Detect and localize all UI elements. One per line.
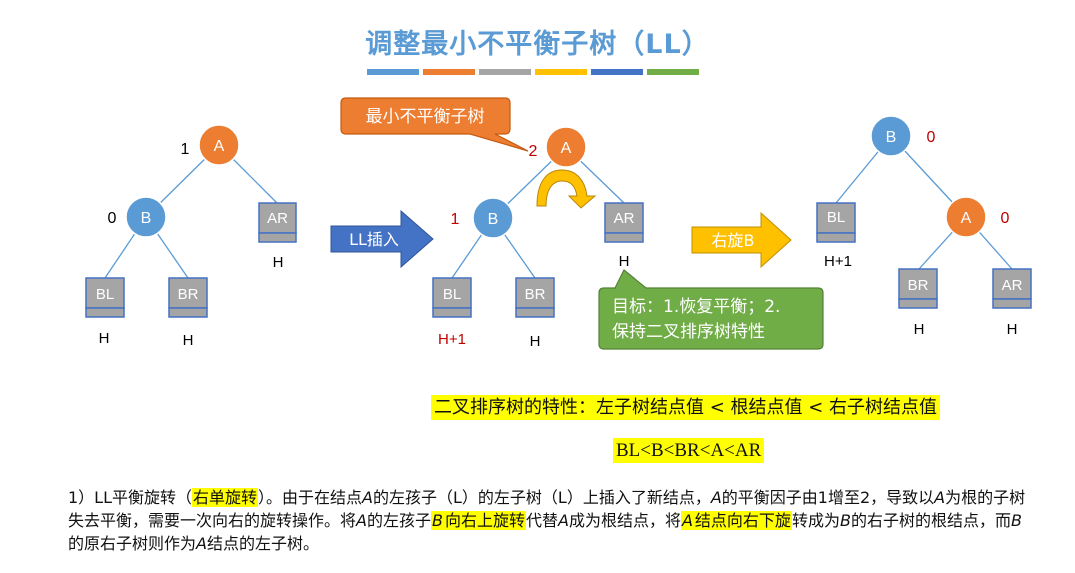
para-seg: 的左孩子: [366, 511, 431, 530]
node-a-balance: 0: [1001, 210, 1010, 227]
para-seg: 的右子树的根结点，而: [850, 511, 1011, 530]
arrow-ll-insert-label: LL插入: [349, 230, 399, 249]
subtree-ar-label: AR: [614, 210, 635, 227]
para-seg: ）。由于在结点: [258, 488, 363, 507]
order-caption: BL<B<BR<A<AR: [613, 438, 765, 463]
para-italic: B: [839, 511, 851, 530]
bst-property-caption: 二叉排序树的特性：左子树结点值 < 根结点值 < 右子树结点值: [431, 393, 941, 420]
para-seg: 成为根结点，将: [568, 511, 681, 530]
subtree-br-height: H: [530, 333, 541, 350]
arrow-ll-insert: LL插入: [330, 209, 434, 269]
callout-goal-line2: 保持二叉排序树特性: [612, 322, 765, 342]
subtree-br: BR: [898, 268, 938, 309]
subtree-ar-height: H: [619, 253, 630, 270]
callout-goal-line1: 目标：1.恢复平衡；2.: [612, 297, 780, 317]
para-highlight: 右单旋转: [192, 488, 259, 507]
color-bar-segment-3: [479, 69, 531, 75]
subtree-bl-height: H+1: [438, 331, 466, 348]
node-b: [472, 197, 514, 239]
page-title: 调整最小不平衡子树（LL）: [365, 29, 710, 60]
subtree-br-label: BR: [178, 286, 199, 303]
para-highlight-italic: B: [430, 511, 444, 530]
color-bar-segment-4: [535, 69, 587, 75]
explanation-paragraph: 1）LL平衡旋转（右单旋转）。由于在结点A的左孩子（L）的左子树（L）上插入了新…: [68, 486, 1028, 555]
tree-after-insert: 最小不平衡子树 A 2 B 1 AR H BL H+1: [340, 97, 824, 350]
subtree-bl-label: BL: [443, 286, 461, 303]
color-bar-segment-6: [647, 69, 699, 75]
para-highlight: 向右上旋转: [443, 511, 526, 530]
para-italic: A: [934, 488, 946, 507]
order-text: BL<B<BR<A<AR: [613, 438, 765, 463]
node-a: [198, 124, 240, 166]
subtree-br-height: H: [914, 321, 925, 338]
subtree-bl: BL: [85, 277, 125, 318]
title-color-bar: [367, 69, 699, 75]
color-bar-segment-2: [423, 69, 475, 75]
callout-min-unbalanced: 最小不平衡子树: [340, 97, 529, 152]
subtree-bl-label: BL: [96, 286, 114, 303]
subtree-bl-label: BL: [827, 209, 845, 226]
para-italic: B: [1010, 511, 1022, 530]
subtree-ar-label: AR: [267, 210, 288, 227]
para-seg: 为根的子树失去平衡，需要一次向右的旋转操作。将: [68, 488, 1026, 530]
node-b-balance: 0: [927, 129, 936, 146]
node-a-balance: 2: [529, 143, 538, 160]
color-bar-segment-1: [367, 69, 419, 75]
callout-min-unbalanced-text: 最小不平衡子树: [366, 107, 485, 127]
subtree-ar-height: H: [1007, 321, 1018, 338]
subtree-ar-label: AR: [1002, 277, 1023, 294]
para-seg: 结点的左子树。: [206, 534, 319, 553]
subtree-ar: AR: [604, 202, 644, 243]
para-italic: A: [710, 488, 722, 507]
color-bar-segment-5: [591, 69, 643, 75]
arrow-rotate-right-label: 右旋B: [712, 231, 755, 250]
node-a-label: A: [961, 210, 972, 227]
para-italic: A: [356, 511, 367, 530]
subtree-br: BR: [168, 277, 208, 318]
node-b-balance: 1: [451, 211, 460, 228]
para-seg: 的原右子树则作为: [68, 534, 197, 553]
para-italic: A: [558, 511, 569, 530]
para-highlight: 结点向右下旋: [693, 511, 792, 530]
arrow-rotate-right: 右旋B: [691, 211, 792, 269]
para-seg: 代替: [525, 511, 558, 530]
tree-before-insert: A 1 B 0 AR H BL H BR H: [85, 124, 297, 349]
subtree-ar: AR: [258, 202, 297, 243]
callout-goal: 目标：1.恢复平衡；2. 保持二叉排序树特性: [598, 269, 824, 350]
node-b-label: B: [488, 211, 499, 228]
subtree-br-height: H: [183, 332, 194, 349]
para-seg: 转成为: [791, 511, 840, 530]
subtree-br-label: BR: [525, 286, 546, 303]
subtree-bl: BL: [816, 202, 856, 243]
para-seg: 的左孩子（L）的左子树（L）上插入了新结点，: [373, 488, 711, 507]
tree-after-rotation: B 0 A 0 BL H+1 BR H AR H: [816, 115, 1032, 338]
para-seg: 1）LL平衡旋转（: [68, 488, 193, 507]
para-italic: A: [362, 488, 373, 507]
node-b-label: B: [886, 129, 897, 146]
subtree-bl-height: H+1: [824, 253, 852, 270]
node-b: [125, 196, 167, 238]
para-highlight-italic: A: [680, 511, 694, 530]
node-a-balance: 1: [181, 141, 190, 158]
node-b: [870, 115, 912, 157]
subtree-br-label: BR: [908, 277, 929, 294]
subtree-ar: AR: [992, 268, 1032, 309]
node-a-label: A: [561, 140, 572, 157]
para-seg: 的平衡因子由1增至2，导致以: [721, 488, 935, 507]
subtree-bl-height: H: [99, 330, 110, 347]
subtree-bl: BL: [432, 277, 472, 318]
node-b-balance: 0: [108, 210, 117, 227]
bst-property-text: 二叉排序树的特性：左子树结点值 < 根结点值 < 右子树结点值: [431, 395, 941, 420]
node-a-label: A: [214, 138, 225, 155]
subtree-ar-height: H: [273, 254, 284, 271]
node-a: [545, 126, 587, 168]
subtree-br: BR: [515, 277, 555, 318]
node-b-label: B: [141, 210, 152, 227]
rotation-arrow-icon: [536, 169, 597, 209]
para-italic: A: [196, 534, 207, 553]
node-a: [945, 196, 987, 238]
